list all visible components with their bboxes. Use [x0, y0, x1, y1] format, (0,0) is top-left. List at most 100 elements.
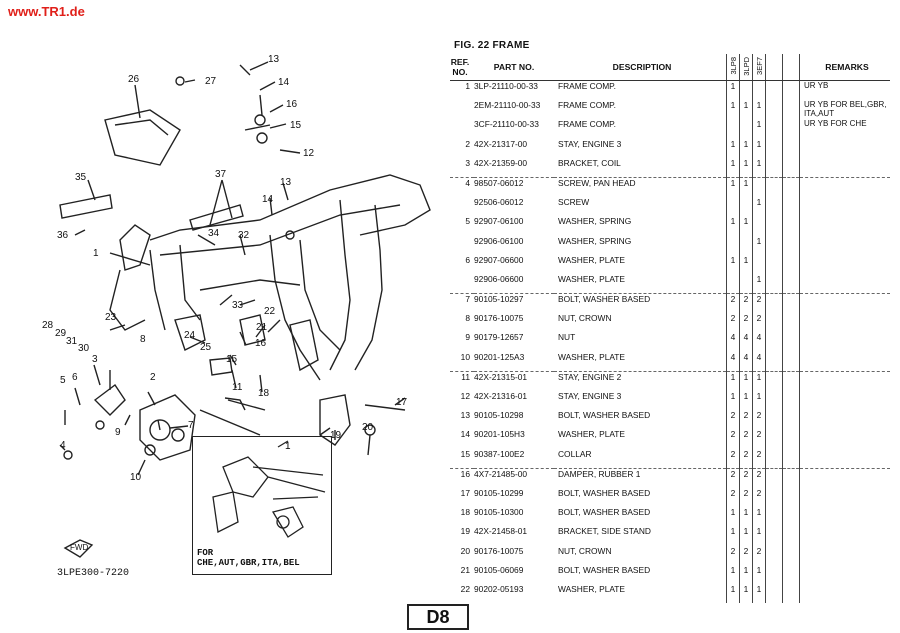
svg-text:31: 31 [66, 336, 78, 347]
blank-cell [765, 100, 783, 120]
part-no-cell: 90105-10297 [474, 293, 554, 314]
qty-model-2: 4 [739, 332, 753, 352]
ref-cell: 20 [460, 545, 470, 556]
blank-cell [782, 487, 800, 508]
qty-model-3: 1 [752, 583, 766, 604]
qty-model-2: 4 [739, 351, 753, 372]
blank-cell [765, 216, 783, 236]
qty-model-1 [726, 197, 740, 217]
description-cell: BOLT, WASHER BASED [558, 410, 651, 421]
qty-model-3: 1 [752, 507, 766, 527]
col-part-no: PART NO. [474, 54, 554, 81]
description-cell: BOLT, WASHER BASED [558, 487, 651, 498]
remarks-cell: UR YB FOR CHE [799, 119, 890, 139]
col-model-1: 3LP8 [726, 54, 740, 81]
description-cell: SCREW, PAN HEAD [554, 176, 727, 198]
blank-cell [765, 526, 783, 546]
inset-label: FOR CHE,AUT,GBR,ITA,BEL [197, 548, 300, 568]
description-cell: WASHER, PLATE [558, 254, 626, 265]
blank-cell [765, 467, 783, 488]
qty-model-1: 1 [726, 80, 740, 101]
svg-text:11: 11 [232, 382, 243, 393]
ref-cell: 10 [460, 351, 470, 362]
qty-model-1: 4 [726, 332, 740, 352]
qty-model-1 [726, 273, 740, 294]
blank-cell [782, 332, 800, 352]
remarks-cell [799, 526, 890, 546]
part-no-cell: 90105-10298 [474, 410, 524, 421]
blank-cell [782, 235, 800, 255]
qty-model-3: 1 [752, 564, 766, 584]
remarks-cell [799, 370, 890, 391]
site-watermark[interactable]: www.TR1.de [8, 4, 85, 19]
remarks-cell [799, 448, 890, 469]
blank-cell [765, 410, 783, 430]
col-remarks: REMARKS [799, 54, 890, 81]
svg-text:7: 7 [188, 420, 194, 431]
svg-text:27: 27 [205, 76, 217, 87]
remarks-cell: UR YB FOR BEL,GBR, ITA,AUT [799, 100, 890, 120]
ref-cell: 6 [465, 254, 470, 265]
remarks-cell [799, 216, 890, 236]
remarks-cell [799, 410, 890, 430]
qty-model-3 [752, 176, 766, 198]
qty-model-3: 1 [752, 197, 766, 217]
qty-model-1: 1 [726, 176, 740, 198]
blank-cell [765, 351, 783, 372]
svg-text:18: 18 [258, 388, 270, 399]
qty-model-3 [752, 254, 766, 274]
blank-cell [782, 119, 800, 139]
qty-model-3: 1 [752, 138, 766, 158]
svg-text:9: 9 [115, 427, 121, 438]
qty-model-2: 1 [739, 138, 753, 158]
qty-model-2: 2 [739, 410, 753, 430]
qty-model-2: 1 [739, 370, 753, 391]
remarks-cell [799, 332, 890, 352]
col-model-2: 3LPD [739, 54, 753, 81]
description-cell: FRAME COMP. [558, 100, 617, 111]
svg-text:28: 28 [42, 320, 54, 331]
qty-model-2: 2 [739, 293, 753, 314]
blank-cell [765, 564, 783, 584]
part-no-cell: 42X-21315-01 [474, 370, 554, 391]
svg-text:22: 22 [264, 306, 276, 317]
description-cell: NUT, CROWN [558, 545, 612, 556]
qty-model-1: 1 [726, 507, 740, 527]
remarks-cell [799, 487, 890, 508]
remarks-cell [799, 176, 890, 198]
col-ref: REF. NO. [450, 54, 474, 81]
svg-text:21: 21 [256, 322, 268, 333]
qty-model-2 [739, 273, 753, 294]
qty-model-2: 1 [739, 507, 753, 527]
col-description: DESCRIPTION [554, 54, 727, 81]
ref-cell: 21 [460, 564, 470, 575]
blank-cell [782, 157, 800, 178]
blank-cell [782, 526, 800, 546]
blank-cell [765, 545, 783, 565]
blank-cell [782, 80, 800, 101]
svg-text:30: 30 [78, 343, 90, 354]
description-cell: DAMPER, RUBBER 1 [554, 467, 727, 488]
blank-cell [765, 370, 783, 391]
part-no-cell: 42X-21316-01 [474, 391, 528, 401]
svg-text:34: 34 [208, 228, 220, 239]
svg-text:17: 17 [396, 397, 408, 408]
qty-model-1: 2 [726, 487, 740, 508]
remarks-cell [799, 467, 890, 488]
blank-cell [782, 410, 800, 430]
qty-model-1: 2 [726, 467, 740, 488]
svg-text:33: 33 [232, 300, 244, 311]
part-no-cell: 3CF-21110-00-33 [474, 119, 539, 130]
qty-model-2: 1 [739, 157, 753, 178]
qty-model-2: 1 [739, 564, 753, 584]
ref-cell: 1 [465, 81, 470, 91]
qty-model-3: 1 [752, 157, 766, 178]
